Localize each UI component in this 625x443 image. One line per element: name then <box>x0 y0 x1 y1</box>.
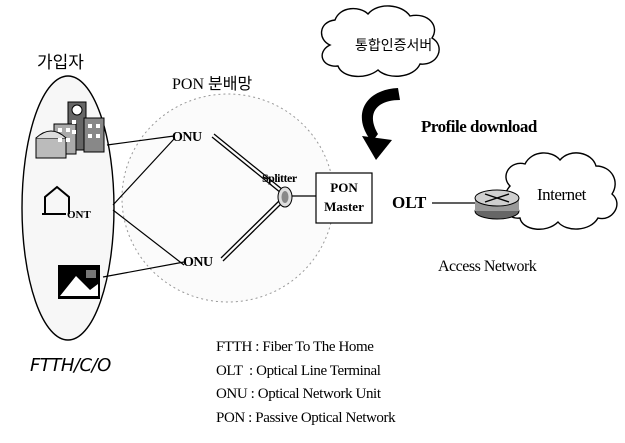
legend-meaning: Passive Optical Network <box>255 409 396 426</box>
olt-label: OLT <box>392 193 427 212</box>
legend-row-ftth: FTTH : Fiber To The Home <box>216 336 395 360</box>
legend-meaning: Fiber To The Home <box>262 339 374 355</box>
internet-label: Internet <box>537 185 586 204</box>
pon-master-box <box>315 172 373 224</box>
subscriber-label: 가입자 <box>37 53 84 73</box>
legend-meaning: Optical Network Unit <box>257 386 381 402</box>
internet-cloud-icon <box>502 152 618 230</box>
router-icon <box>474 189 520 220</box>
legend-sep: : <box>247 386 258 402</box>
cloud-icon <box>320 5 440 77</box>
curved-arrow-icon <box>361 88 400 160</box>
legend-abbr: PON <box>216 409 245 426</box>
ftth-co-label: FTTH/C/O <box>30 355 111 376</box>
onu-label-top: ONU <box>172 130 202 145</box>
legend-sep: : <box>251 339 263 355</box>
onu-label-bottom: ONU <box>183 255 213 270</box>
fiber-links <box>102 133 477 278</box>
legend-abbr: FTTH <box>216 339 252 355</box>
legend-abbr: ONU <box>216 386 248 402</box>
legend-row-onu: ONU : Optical Network Unit <box>216 383 395 407</box>
office-icon <box>58 265 100 299</box>
building-icon <box>35 101 105 159</box>
ont-label: ONT <box>67 209 91 221</box>
legend-sep: : <box>242 362 257 379</box>
splitter-label: Splitter <box>262 171 297 185</box>
auth-server-label: 통합인증서버 <box>355 38 433 54</box>
legend-sep: : <box>244 409 256 426</box>
legend-row-pon: PON : Passive Optical Network <box>216 407 396 431</box>
house-icon <box>42 185 70 215</box>
pon-master-line1: PON <box>330 180 358 195</box>
profile-download-label: Profile download <box>421 117 537 136</box>
legend-abbr: OLT <box>216 362 243 379</box>
pon-master-label: PON Master <box>318 178 370 216</box>
abbreviation-legend: FTTH : Fiber To The Home OLT : Optical L… <box>216 336 396 431</box>
pon-distribution-zone <box>121 93 335 303</box>
access-network-label: Access Network <box>438 258 537 275</box>
pon-distribution-label: PON 분배망 <box>172 76 253 93</box>
pon-master-line2: Master <box>324 199 364 214</box>
legend-meaning: Optical Line Terminal <box>256 362 381 379</box>
splitter-icon <box>277 186 293 208</box>
legend-row-olt: OLT : Optical Line Terminal <box>216 360 395 384</box>
